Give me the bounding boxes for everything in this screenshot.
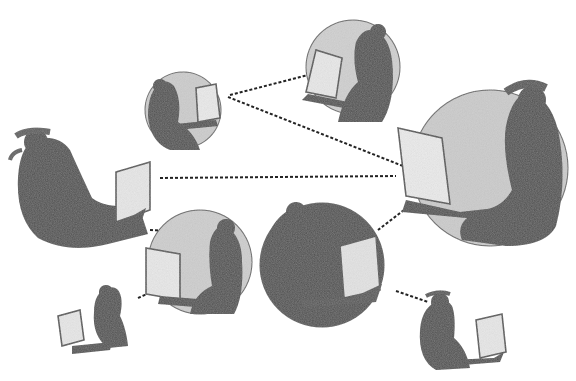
node-upper-left-small <box>145 72 221 150</box>
connection-line <box>160 176 396 178</box>
connection-line <box>396 291 428 302</box>
laptop-icon <box>196 84 220 122</box>
laptop-icon <box>146 248 180 300</box>
node-left-large <box>10 130 150 248</box>
laptop-icon <box>398 128 450 204</box>
node-bottom-left-small <box>58 285 128 354</box>
node-bottom-right-small <box>420 292 506 370</box>
node-bottom-center-left <box>146 210 252 314</box>
node-bottom-center-right <box>260 202 384 327</box>
laptop-icon <box>116 162 150 222</box>
node-right-large <box>398 84 568 246</box>
connection-line <box>378 210 404 230</box>
node-top-center <box>302 20 400 122</box>
connection-line <box>230 74 312 95</box>
laptop-icon <box>58 310 84 346</box>
laptop-icon <box>476 314 506 358</box>
